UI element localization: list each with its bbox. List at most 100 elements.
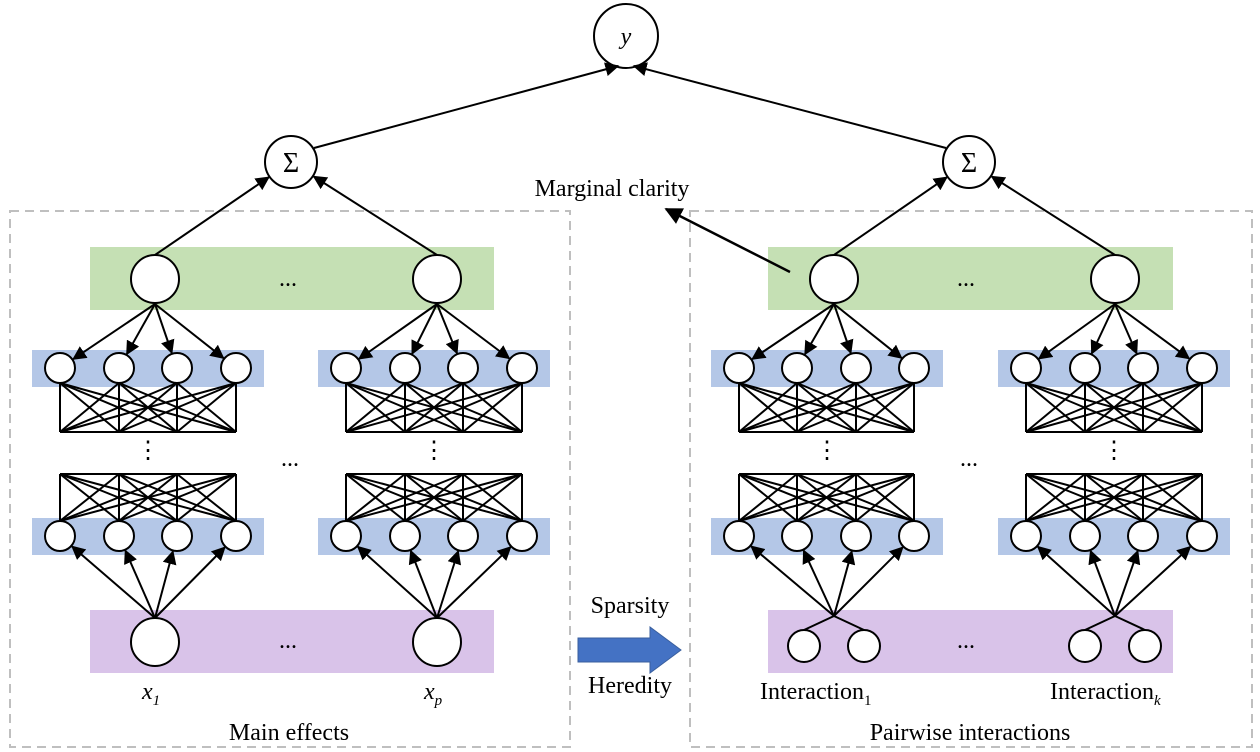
subnet-1-upper-dense-edge-3-0 (59, 382, 237, 433)
subnet-2-output-to-hidden-edge-4 (436, 303, 511, 360)
subnet-4-vertical-ellipsis: ⋮ (1102, 438, 1126, 464)
sparsity-heredity-arrow (577, 626, 682, 674)
subnet-4-output-to-hidden-edge-4 (1114, 303, 1191, 360)
subnet-1-upper-dense-edge-1-0 (59, 382, 120, 433)
subnet-3-upper-dense-edge-3-2 (855, 382, 915, 433)
subnet-1-lower-dense-edge-2-0 (59, 473, 178, 522)
subnet-1-output-to-hidden-edge-3 (154, 303, 175, 355)
subnet-2-lower-dense-edge-2-0 (345, 473, 464, 522)
subnet-1-output-node (130, 254, 180, 304)
subnet-3-upper-dense-edge-1-0 (738, 382, 798, 433)
subnet-2-upper-hidden-node-3 (447, 352, 479, 384)
subnet-3-pair-join-left (803, 615, 835, 631)
pairwise-interactions-title: Pairwise interactions (870, 720, 1071, 746)
main-output-to-sum-edge-2 (312, 175, 438, 256)
output-label: y (619, 24, 632, 50)
subnet-2-output-node (412, 254, 462, 304)
pair-middle-ellipsis: ... (960, 446, 978, 472)
pair-output-ellipsis: ... (957, 266, 975, 292)
subnet-3-pair-input-node-2 (847, 629, 881, 663)
subnet-4-input-to-hidden-edge-4 (1114, 545, 1192, 617)
main-output-to-sum-edge-1 (154, 176, 270, 256)
subnet-1-input-to-hidden-edge-2 (124, 549, 156, 619)
subnet-1-upper-hidden-node-3 (161, 352, 193, 384)
subnet-4-upper-dense-edge-1-0 (1025, 382, 1086, 433)
subnet-2-upper-hidden-node-2 (389, 352, 421, 384)
pair-output-to-sum-edge-1 (833, 176, 948, 256)
pairwise-panel-frame (689, 210, 1253, 748)
main-effects-sum-symbol: Σ (283, 148, 299, 179)
main-middle-ellipsis: ... (281, 446, 299, 472)
subnet-2-lower-hidden-node-4 (506, 520, 538, 552)
subnet-4-upper-hidden-node-1 (1010, 352, 1042, 384)
subnet-4-lower-dense-edge-3-1 (1084, 473, 1203, 522)
subnet-3-lower-dense-edge-2-0 (738, 473, 857, 522)
subnet-2-input-node (412, 617, 462, 667)
subnet-1-lower-hidden-node-1 (44, 520, 76, 552)
subnet-2-lower-dense-edge-3-0 (345, 473, 523, 522)
subnet-3-lower-dense-edge-1-0 (738, 473, 798, 522)
subnet-4-upper-dense-edge-2-0 (1025, 382, 1144, 433)
subnet-1-lower-dense-edge-3-2 (176, 473, 237, 522)
subnet-4-upper-dense-edge-3-1 (1084, 382, 1203, 433)
main-effects-title: Main effects (229, 720, 349, 746)
subnet-3-lower-dense-edge-3-1 (796, 473, 915, 522)
subnet-2-upper-dense-edge-3-0 (345, 382, 523, 433)
subnet-1-input-to-hidden-edge-1 (71, 545, 156, 619)
main-effects-sum-node (264, 135, 318, 189)
subnet-4-output-to-hidden-edge-3 (1114, 303, 1138, 355)
subnet-3-lower-dense-edge-3-2 (855, 473, 915, 522)
marginal-clarity-label: Marginal clarity (535, 176, 690, 202)
subnet-1-upper-dense-edge-2-0 (59, 382, 178, 433)
subnet-3-upper-dense-edge-3-1 (796, 382, 915, 433)
subnet-3-input-to-hidden-edge-3 (833, 550, 856, 617)
subnet-2-vertical-ellipsis: ⋮ (422, 438, 446, 464)
subnet-4-lower-hidden-node-4 (1186, 520, 1218, 552)
subnet-2-upper-hidden-node-1 (330, 352, 362, 384)
pairwise-sum-symbol: Σ (961, 148, 977, 179)
subnet-2-lower-dense-edge-3-2 (462, 473, 523, 522)
subnet-4-lower-hidden-node-1 (1010, 520, 1042, 552)
subnet-2-output-to-hidden-edge-1 (357, 303, 438, 360)
subnet-2-lower-hidden-node-3 (447, 520, 479, 552)
subnet-3-output-to-hidden-edge-2 (804, 303, 835, 356)
subnet-1-upper-dense-edge-3-1 (118, 382, 237, 433)
heredity-label: Heredity (588, 673, 672, 699)
subnet-3-lower-hidden-node-1 (723, 520, 755, 552)
pairwise-sum-node (942, 135, 996, 189)
subnet-3-output-node (809, 254, 859, 304)
subnet-2-lower-dense-edge-3-1 (404, 473, 523, 522)
subnet-2-input-to-hidden-edge-2 (408, 549, 438, 619)
main-input-ellipsis: ... (279, 628, 297, 654)
subnet-1-lower-dense-edge-3-0 (59, 473, 237, 522)
subnet-4-output-to-hidden-edge-1 (1037, 303, 1116, 360)
subnet-4-lower-hidden-node-3 (1127, 520, 1159, 552)
subnet-1-lower-hidden-node-3 (161, 520, 193, 552)
subnet-1-upper-hidden-node-4 (220, 352, 252, 384)
subnet-4-input-to-hidden-edge-1 (1036, 545, 1116, 617)
subnet-2-upper-dense-edge-1-0 (345, 382, 406, 433)
subnet-4-upper-hidden-node-2 (1069, 352, 1101, 384)
subnet-2-lower-hidden-node-2 (389, 520, 421, 552)
marginal-clarity-arrow (664, 207, 791, 274)
subnet-2-lower-hidden-node-1 (330, 520, 362, 552)
subnet-3-input-to-hidden-edge-1 (750, 545, 835, 617)
subnet-1-output-to-hidden-edge-4 (154, 303, 225, 359)
subnet-2-upper-dense-edge-3-1 (404, 382, 523, 433)
subnet-1-input-node (130, 617, 180, 667)
subnet-2-lower-dense-edge-1-0 (345, 473, 406, 522)
subnet-1-lower-dense-edge-1-0 (59, 473, 120, 522)
input-label-xp: xp (423, 679, 443, 709)
subnet-2-input-to-hidden-edge-3 (436, 549, 462, 619)
subnet-4-pair-input-node-1 (1068, 629, 1102, 663)
subnet-4-lower-dense-edge-3-2 (1142, 473, 1203, 522)
input-label-interaction-k: Interactionk (1050, 679, 1161, 709)
subnet-1-output-to-hidden-edge-1 (72, 303, 156, 360)
subnet-2-input-to-hidden-edge-1 (356, 545, 438, 619)
subnet-3-lower-hidden-node-4 (898, 520, 930, 552)
subnet-3-lower-dense-edge-3-0 (738, 473, 915, 522)
subnet-3-output-to-hidden-edge-3 (833, 303, 854, 355)
sum-to-output-edge-right (632, 62, 947, 149)
subnet-3-vertical-ellipsis: ⋮ (815, 438, 839, 464)
subnet-4-pair-input-node-2 (1128, 629, 1162, 663)
